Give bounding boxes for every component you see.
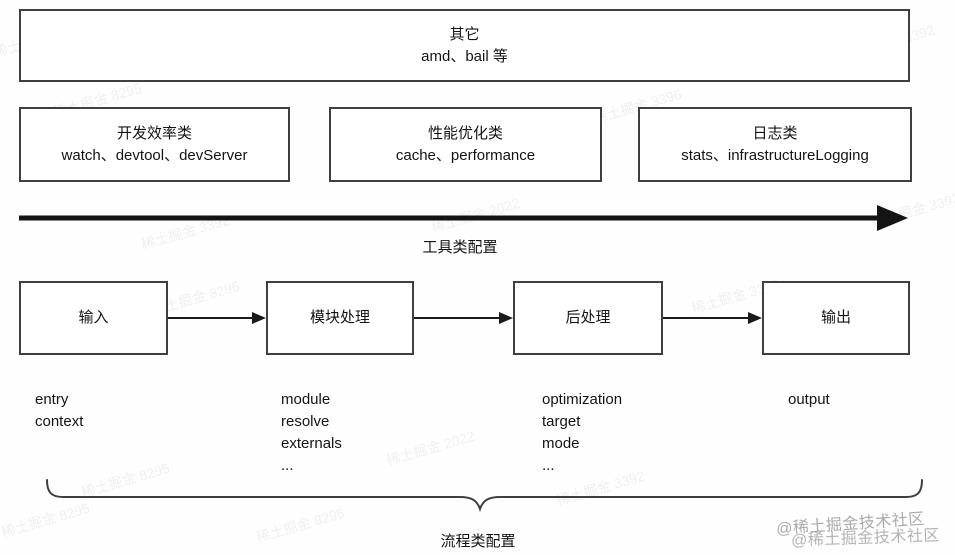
flow-axis-label: 流程类配置 <box>440 533 516 550</box>
flow-arrow-2 <box>414 312 513 324</box>
flow-node-post-processing: 后处理 <box>513 281 663 355</box>
flow-node-input: 输入 <box>19 281 168 355</box>
flow-node-label: 输入 <box>78 309 109 326</box>
flow-underbrace <box>46 479 923 513</box>
category-box-performance: 性能优化类 cache、performance <box>329 107 602 182</box>
other-config-subtitle: amd、bail 等 <box>421 47 508 65</box>
category-title: 日志类 <box>752 124 798 142</box>
flow-node-output: 输出 <box>762 281 910 355</box>
flow-arrow-3 <box>663 312 762 324</box>
category-subtitle: watch、devtool、devServer <box>61 146 248 164</box>
flow-node-label: 模块处理 <box>309 309 370 326</box>
flow-node-module-processing: 模块处理 <box>266 281 414 355</box>
category-title: 开发效率类 <box>116 124 192 142</box>
category-box-dev-efficiency: 开发效率类 watch、devtool、devServer <box>19 107 290 182</box>
flow-node-label: 输出 <box>820 309 851 326</box>
flow-node-details-module: module resolve externals ... <box>281 391 342 474</box>
flow-node-details-post: optimization target mode ... <box>542 391 623 474</box>
tool-axis-label: 工具类配置 <box>422 239 498 256</box>
category-subtitle: cache、performance <box>395 146 536 164</box>
other-config-title: 其它 <box>449 25 480 43</box>
flow-node-label: 后处理 <box>565 309 611 326</box>
tool-axis-arrow <box>19 205 908 231</box>
flow-node-details-input: entry context <box>35 391 84 430</box>
category-title: 性能优化类 <box>427 124 503 142</box>
category-box-logging: 日志类 stats、infrastructureLogging <box>638 107 912 182</box>
flow-arrow-1 <box>168 312 266 324</box>
category-subtitle: stats、infrastructureLogging <box>681 146 869 164</box>
flow-node-details-output: output <box>788 391 830 408</box>
other-config-box: 其它 amd、bail 等 <box>19 9 910 82</box>
